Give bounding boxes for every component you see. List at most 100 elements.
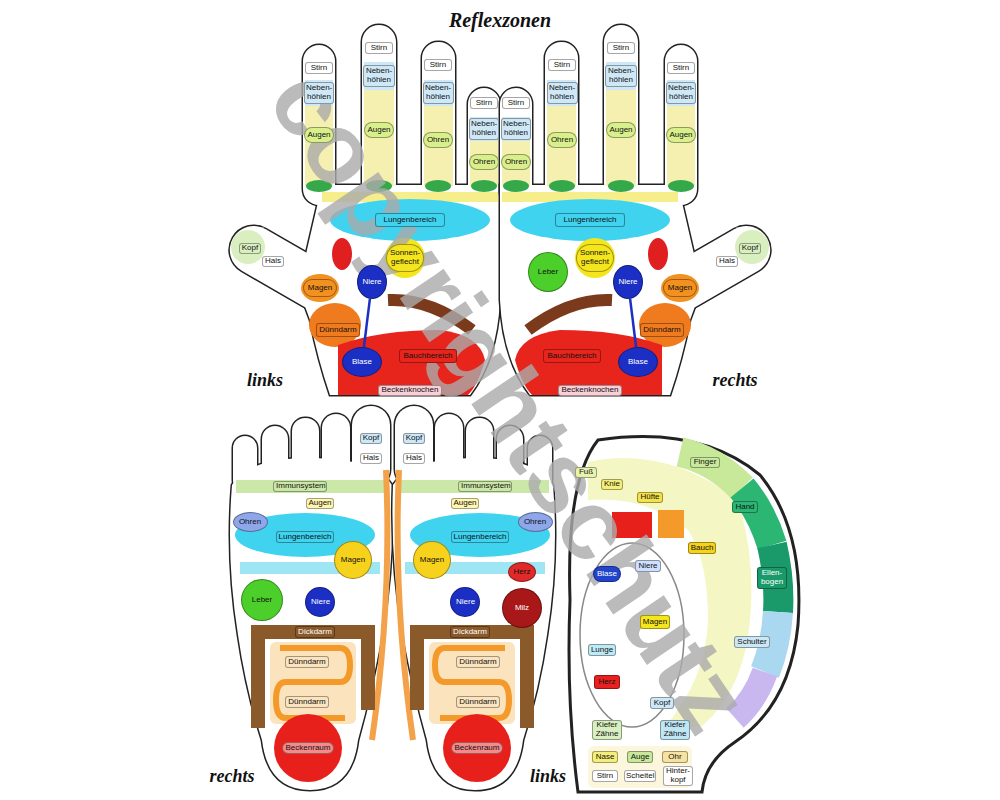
reflex-zone: Knie — [601, 479, 623, 490]
reflex-zone: Niere — [305, 587, 335, 617]
reflex-zone: Kopf — [650, 697, 674, 709]
reflex-zone: Nase — [592, 751, 618, 763]
zone-label: Knie — [604, 480, 620, 489]
zone-label: Neben-höhlen — [607, 67, 635, 85]
reflex-zone: Magen — [663, 279, 697, 297]
zone-label: Dickdarm — [298, 628, 332, 637]
reflex-zone: Ohren — [469, 154, 499, 170]
reflex-zone: Dünndarm — [456, 696, 500, 708]
zone-label: Beckenknochen — [382, 386, 439, 395]
zone-label: Kopf — [363, 434, 379, 443]
reflex-zone: Bauchbereich — [399, 349, 457, 363]
reflex-zone: Hüfte — [637, 492, 663, 503]
reflex-zone: Augen — [306, 498, 334, 509]
reflex-zone: Stirn — [607, 42, 635, 54]
zone-label: Kopf — [406, 434, 422, 443]
right-hand — [500, 25, 779, 395]
zone-label: Nase — [596, 753, 615, 762]
illustration-shape — [235, 470, 388, 782]
zone-label: Niere — [311, 598, 329, 607]
zone-label: Neben-höhlen — [549, 84, 576, 102]
side-label: rechts — [210, 766, 255, 787]
zone-label: Scheitel — [626, 772, 654, 781]
reflex-zone: Niere — [613, 265, 643, 299]
reflex-zone: Neben-höhlen — [666, 82, 696, 104]
illustration-shape — [230, 406, 393, 790]
zone-label: Neben-höhlen — [306, 84, 332, 102]
reflex-zone: Neben-höhlen — [423, 82, 454, 104]
zone-label: Lungenbereich — [384, 216, 437, 225]
reflex-zone: Stirn — [592, 770, 618, 782]
reflex-zone: Ohr — [662, 751, 688, 763]
reflex-zone: Lungenbereich — [276, 531, 334, 543]
zone-label: Stirn — [508, 99, 524, 108]
reflex-zone: Kiefer Zähne — [660, 720, 690, 740]
zone-label: Lunge — [591, 646, 613, 655]
zone-label: Augen — [669, 131, 692, 140]
reflex-zone: Schulter — [734, 636, 770, 648]
reflex-zone: Milz — [502, 588, 542, 628]
reflex-zone: Kopf — [403, 433, 425, 444]
zone-label: Niere — [618, 278, 637, 287]
reflex-zone: Neben-höhlen — [547, 82, 578, 104]
zone-label: Kiefer Zähne — [594, 721, 620, 739]
zone-label: Leber — [252, 596, 272, 605]
ureter-connector — [630, 299, 636, 347]
zone-label: Stirn — [554, 61, 570, 70]
zone-label: Magen — [341, 556, 365, 565]
zone-label: Auge — [631, 753, 650, 762]
zone-label: Dünndarm — [288, 698, 325, 707]
zone-label: Kopf — [742, 244, 758, 253]
reflex-zone: Fuß — [575, 467, 597, 478]
zone-label: Dünndarm — [319, 326, 356, 335]
reflex-zone: Immunsystem — [458, 481, 512, 492]
zone-label: Hals — [265, 257, 281, 266]
zone-label: Ohren — [524, 518, 546, 527]
right-foot — [230, 406, 393, 790]
reflex-zone: Ohren — [547, 132, 577, 148]
reflex-zone: Kiefer Zähne — [592, 720, 622, 740]
zone-label: Finger — [694, 458, 717, 467]
zone-label: Milz — [515, 604, 529, 613]
zone-label: Magen — [668, 284, 692, 293]
reflex-zone: Sonnen-geflecht — [576, 244, 614, 272]
zone-label: Augen — [307, 131, 330, 140]
side-label: links — [247, 370, 283, 391]
reflex-zone: Hals — [403, 453, 425, 464]
zone-label: Ohren — [427, 136, 449, 145]
zone-label: Herz — [599, 678, 616, 687]
zone-label: Ellen-bogen — [759, 569, 785, 587]
reflex-zone: Magen — [303, 279, 337, 297]
zone-label: Stirn — [311, 64, 327, 73]
reflex-zone: Augen — [666, 127, 696, 143]
reflex-zone: Neben-höhlen — [501, 118, 531, 140]
zone-label: Blase — [628, 358, 648, 367]
reflex-zone: Leber — [528, 252, 568, 292]
zone-label: Neben-höhlen — [365, 67, 393, 85]
reflex-zone: Ellen-bogen — [757, 567, 787, 589]
zone-label: Beckenknochen — [562, 386, 619, 395]
zone-label: Blase — [352, 358, 372, 367]
illustration-shape — [680, 452, 742, 488]
reflex-zone: Kopf — [239, 243, 261, 254]
reflex-zone: Bauch — [688, 542, 716, 554]
zone-label: Herz — [514, 568, 531, 577]
illustration-shape — [742, 488, 772, 545]
illustration-shape — [588, 746, 692, 788]
reflex-zone: Hals — [360, 453, 382, 464]
zone-label: Augen — [367, 126, 390, 135]
zone-label: Immunsystem — [276, 482, 324, 491]
reflex-zone: Hand — [732, 501, 758, 513]
reflex-zone: Lungenbereich — [555, 213, 625, 227]
reflex-zone: Magen — [413, 541, 451, 579]
zone-label: Hals — [719, 257, 735, 266]
illustration-shape — [397, 470, 550, 782]
zone-label: Fuß — [579, 468, 593, 477]
reflex-zone: Dünndarm — [456, 656, 500, 668]
zone-label: Lungenbereich — [564, 216, 617, 225]
reflex-zone: Dünndarm — [285, 656, 329, 668]
zone-label: Lungenbereich — [279, 533, 332, 542]
zone-label: Hand — [735, 503, 754, 512]
zone-label: Augen — [453, 499, 476, 508]
reflex-zone: Blase — [618, 347, 658, 377]
